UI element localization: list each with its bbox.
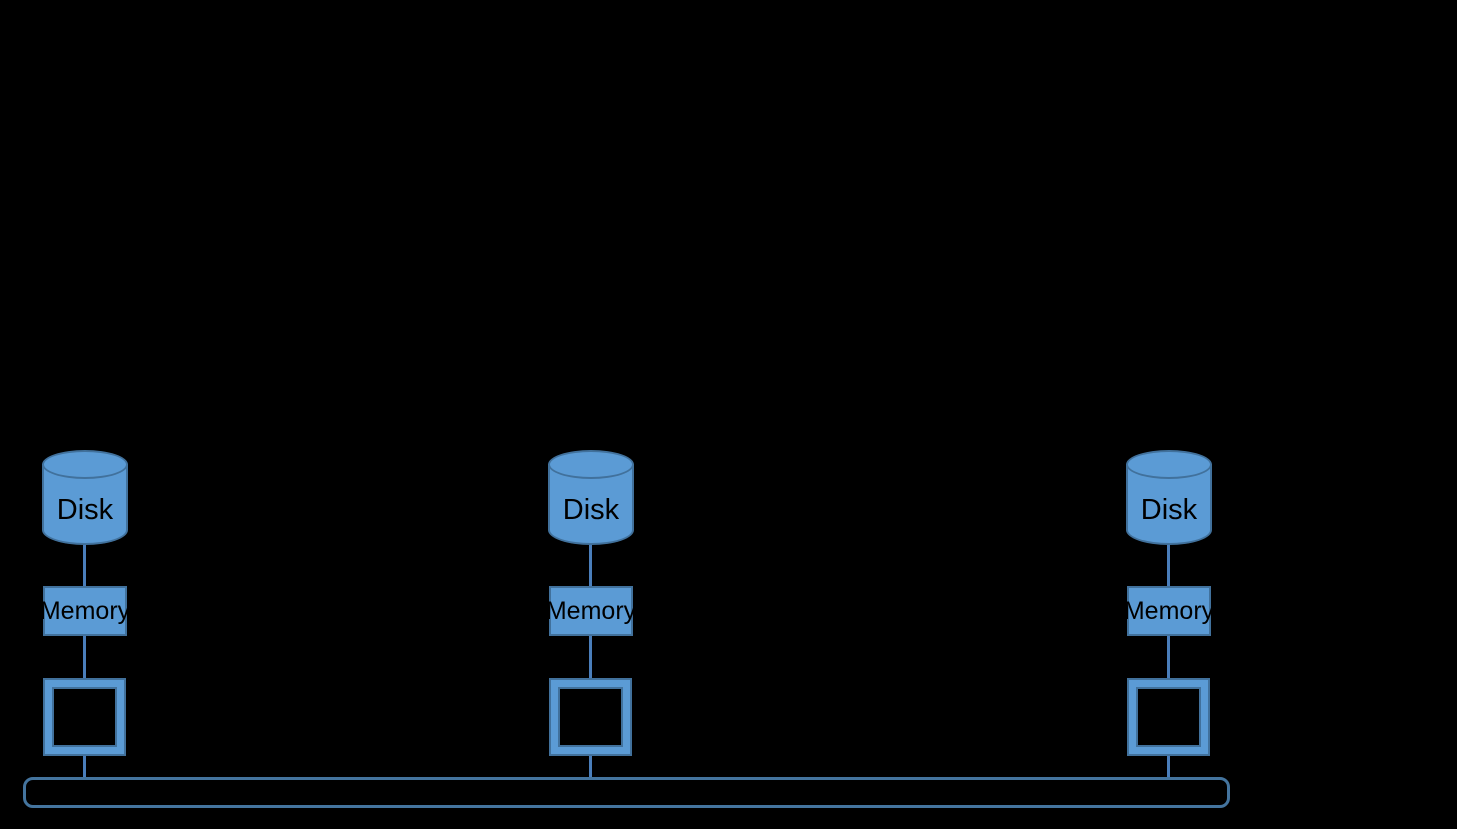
processor-box-hole — [52, 687, 117, 747]
connector-disk-memory — [1167, 545, 1170, 586]
compute-node-column-3: Disk Memory — [1123, 450, 1215, 780]
processor-box-hole — [1136, 687, 1201, 747]
disk-label: Disk — [562, 494, 620, 526]
connector-memory-processor — [589, 636, 592, 678]
connector-memory-processor — [83, 636, 86, 678]
connector-processor-bus — [1167, 756, 1170, 779]
disk-cylinder: Disk — [1126, 450, 1212, 545]
disk-label: Disk — [56, 494, 114, 526]
memory-label: Memory — [1123, 596, 1215, 625]
disk-cylinder: Disk — [548, 450, 634, 545]
connector-processor-bus — [83, 756, 86, 779]
memory-box: Memory — [39, 586, 131, 636]
disk-label: Disk — [1140, 494, 1198, 526]
memory-label: Memory — [545, 596, 637, 625]
processor-box-hole — [558, 687, 623, 747]
memory-label: Memory — [39, 596, 131, 625]
disk-cylinder-top-ellipse — [42, 450, 128, 479]
disk-cylinder-top-ellipse — [548, 450, 634, 479]
memory-box: Memory — [1123, 586, 1215, 636]
disk-cylinder: Disk — [42, 450, 128, 545]
memory-box: Memory — [545, 586, 637, 636]
processor-box — [549, 678, 632, 756]
connector-disk-memory — [589, 545, 592, 586]
processor-box — [1127, 678, 1210, 756]
processor-box — [43, 678, 126, 756]
connector-disk-memory — [83, 545, 86, 586]
compute-node-column-1: Disk Memory — [39, 450, 131, 780]
connector-memory-processor — [1167, 636, 1170, 678]
interconnect-bus-bar — [23, 777, 1230, 808]
connector-processor-bus — [589, 756, 592, 779]
compute-node-column-2: Disk Memory — [545, 450, 637, 780]
disk-cylinder-top-ellipse — [1126, 450, 1212, 479]
